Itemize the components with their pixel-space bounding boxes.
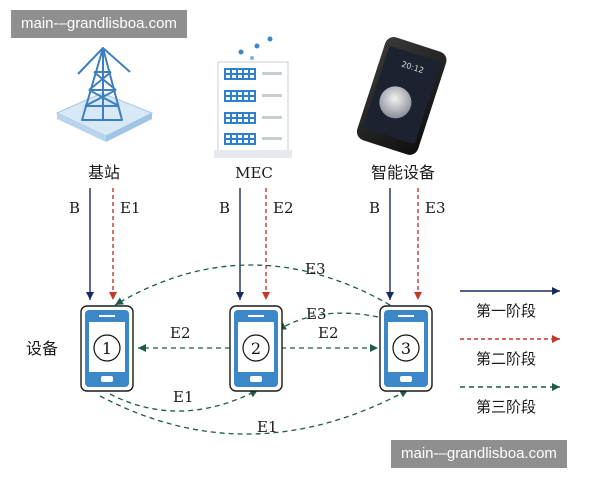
device-3: 3 [379, 305, 433, 392]
edge-label-e1-long: E1 [257, 418, 278, 436]
label-e2-down: E2 [273, 199, 294, 217]
device-2: 2 [229, 305, 283, 392]
stage3-arrows [99, 264, 409, 435]
source-label-smart-device: 智能设备 [371, 163, 435, 182]
label-e1-down: E1 [120, 199, 141, 217]
watermark-bottom: main-–grandlisboa.com [391, 440, 567, 468]
server-icon [214, 36, 292, 158]
legend-label-stage1: 第一阶段 [476, 302, 536, 320]
source-label-base-station: 基站 [88, 163, 120, 182]
label-b-3: B [369, 199, 380, 217]
watermark-top: main-–grandlisboa.com [11, 10, 187, 38]
source-label-mec: MEC [235, 164, 273, 182]
legend-label-stage2: 第二阶段 [476, 350, 536, 368]
label-e3-down: E3 [425, 199, 446, 217]
device-1: 1 [80, 305, 134, 392]
label-b-1: B [69, 199, 80, 217]
legend-label-stage3: 第三阶段 [476, 398, 536, 416]
stage2-arrows [109, 188, 422, 300]
edge-label-e3-top: E3 [305, 260, 326, 278]
device-number-3: 3 [401, 339, 411, 358]
base-station-icon [55, 47, 154, 142]
label-b-2: B [219, 199, 230, 217]
edge-label-e2-right: E2 [318, 324, 339, 342]
stage1-arrows [86, 188, 394, 300]
device-number-2: 2 [251, 339, 261, 358]
smartphone-icon: 20:12 [356, 37, 447, 155]
device-group-label: 设备 [26, 339, 58, 358]
edge-label-e3-mid: E3 [306, 305, 327, 323]
device-number-1: 1 [102, 339, 112, 358]
edge-label-e1-short: E1 [173, 388, 194, 406]
legend: 第一阶段 第二阶段 第三阶段 [460, 287, 560, 416]
edge-label-e2-left: E2 [170, 324, 191, 342]
